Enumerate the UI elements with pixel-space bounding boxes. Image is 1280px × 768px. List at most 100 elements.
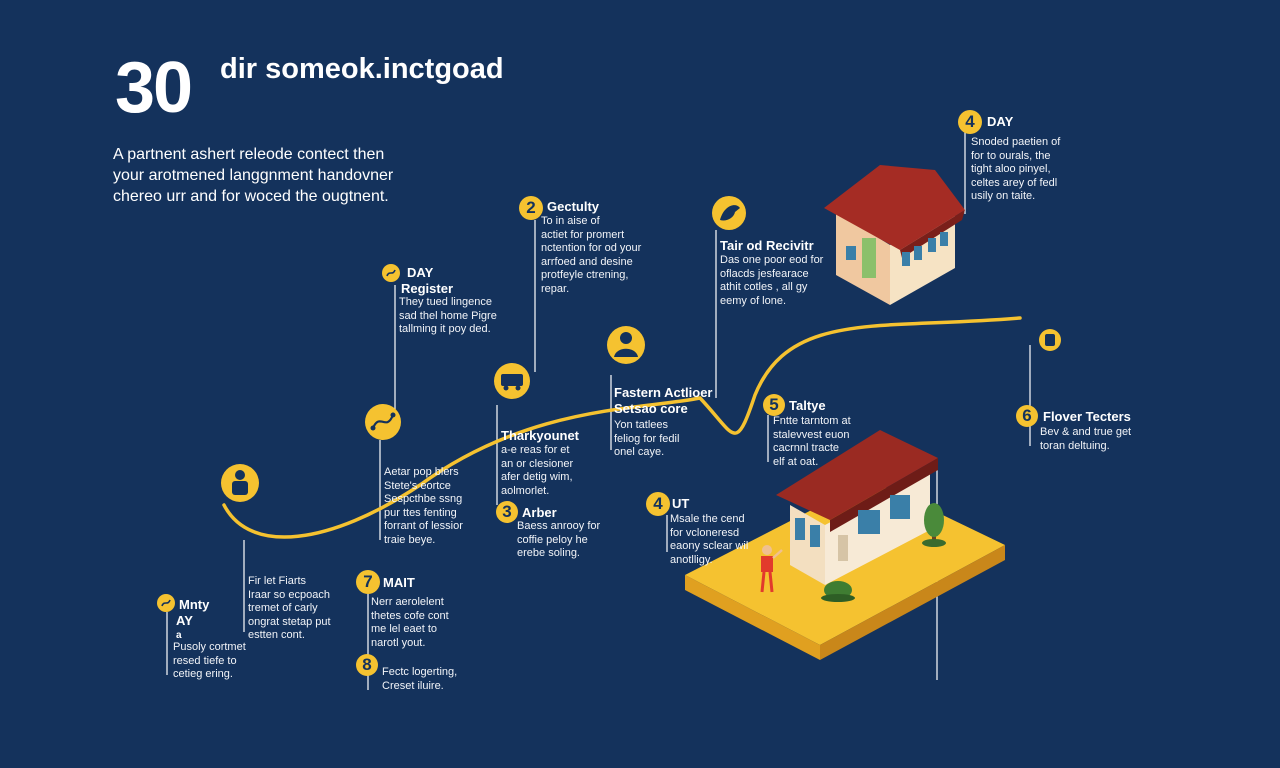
step-title: AY (176, 613, 193, 628)
step-body-line: pur ttes fenting (384, 506, 457, 519)
step-title: Fastern Actlioer (614, 385, 713, 400)
step-eastern-action-body: Yon tatlees feliog for fedil onel caye. (614, 419, 679, 460)
step-body-line: tight aloo pinyel, (971, 163, 1051, 175)
step-body-line: a-e reas for et (501, 444, 570, 456)
step-eight-body: Fectc logerting, Creset iluire. (382, 666, 457, 693)
step-title: Arber (522, 505, 557, 520)
step-body-line: repar. (541, 282, 570, 295)
step-body-line: tremet of carly (248, 602, 318, 614)
step-body-line: aolmorlet. (501, 484, 550, 497)
user-icon (607, 326, 645, 364)
step-day-register: DAY (407, 265, 433, 281)
step-body-line: Baess anrooy for (517, 520, 601, 532)
step-title: Tharkyounet (501, 428, 580, 443)
step-taltye: Taltye (789, 398, 826, 414)
step-body-line: Msale the cend (670, 513, 745, 525)
step-body-line: estten cont. (248, 629, 305, 641)
step-arber-body: Baess anrooy for coffie peloy he erebe s… (517, 520, 600, 561)
step-badge: 4 (958, 110, 982, 134)
step-mnty-sub: AY (176, 613, 193, 629)
step-body-line: To in aise of (541, 215, 600, 227)
tree-icon (922, 503, 946, 547)
step-matt: MAIT (383, 575, 415, 591)
step-body-line: eemy of lone. (720, 294, 787, 307)
step-day-register-sub: Register (401, 281, 453, 297)
step-body-line: elf at oat. (773, 455, 819, 468)
step-badge: 4 (646, 492, 670, 516)
step-title: DAY (407, 265, 434, 280)
step-badge: 5 (763, 394, 785, 416)
step-body-line: Iraar so ecpoach (248, 588, 330, 601)
step-body-line: erebe soling. (517, 547, 580, 559)
step-body-line: me lel eaet to (371, 623, 438, 635)
step-body-line: They tued lingence (399, 296, 492, 308)
step-body-line: cetieg ering. (173, 668, 233, 680)
step-body-line: arrfoed and desine (541, 255, 633, 268)
step-body-line: Fectc logerting, (382, 666, 458, 678)
step-tared-recivity-body: Das one poor eod for oflacds jesfearace … (720, 254, 823, 308)
step-body-line: coffie peloy he (517, 533, 588, 546)
step-body-line: tallming it poy ded. (399, 323, 491, 335)
step-title: a (176, 630, 182, 641)
step-body-line: Das one poor eod for (720, 254, 824, 266)
step-body-line: Stete's eortce (384, 479, 451, 492)
step-lower-left-body: Fir let Fiarts Iraar so ecpoach tremet o… (248, 575, 331, 643)
step-title: Register (401, 281, 454, 296)
step-body-line: usily on taite. (971, 190, 1036, 202)
step-body-line: nctention for od your (541, 242, 642, 254)
intro-paragraph: A partnent ashert releode contect then y… (113, 144, 443, 207)
step-badge: 7 (356, 570, 380, 594)
step-body-line: feliog for fedil (614, 432, 680, 445)
step-body-line: for vcloneresd (670, 526, 740, 539)
step-body-line: cacrnnl tracte (773, 442, 840, 454)
step-title: UT (672, 496, 690, 511)
step-body-line: Yon tatlees (614, 419, 669, 431)
step-body-line: protfeyle ctrening, (541, 269, 629, 281)
step-thankyou: Tharkyounet (501, 428, 579, 444)
step-badge: 8 (356, 654, 378, 676)
step-badge (382, 264, 400, 282)
step-mnty-sub2: a (176, 628, 182, 644)
intro-line: A partnent ashert releode contect then (113, 146, 385, 163)
step-body-line: sad thel home Pigre (399, 309, 497, 322)
step-body-line: oflacds jesfearace (720, 267, 809, 280)
route-path (222, 316, 1022, 539)
step-body-line: celtes arey of fedl (971, 176, 1058, 189)
step-gectulty-body: To in aise of actiet for promert nctenti… (541, 215, 641, 296)
truck-icon (494, 363, 530, 399)
step-body-line: stalevvest euon (773, 428, 850, 441)
step-badge (157, 594, 175, 612)
step-flover-tecters-body: Bev & and true get toran deltuing. (1040, 426, 1131, 453)
step-title: MAIT (383, 575, 415, 590)
step-badge: 3 (496, 501, 518, 523)
step-body-line: resed tiefe to (173, 654, 237, 667)
step-title: Mnty (179, 597, 210, 612)
step-title: Flover Tecters (1043, 409, 1131, 424)
intro-line: your arotmened langgnment handovner (113, 167, 394, 184)
step-body-line: Nerr aerolelent (371, 596, 444, 608)
step-body-line: afer detig wim, (501, 471, 573, 483)
step-body-line: thetes cofe cont (371, 609, 449, 622)
step-title: DAY (987, 114, 1014, 129)
step-badge: 6 (1016, 405, 1038, 427)
route-icon (386, 269, 396, 277)
step-day-top: DAY (987, 114, 1013, 130)
person-icon (221, 464, 259, 502)
bird-icon (712, 196, 746, 230)
step-body-line: eaony sclear wil (670, 540, 749, 552)
step-body-line: Fntte tarntom at (773, 415, 851, 427)
step-body-line: an or clesioner (501, 457, 574, 470)
step-title: Setsao core (614, 401, 688, 416)
step-arber: Arber (522, 505, 557, 521)
step-body-line: Bev & and true get (1040, 426, 1132, 438)
step-eastern-action: Fastern Actlioer Setsao core (614, 385, 713, 417)
step-matt-body: Nerr aerolelent thetes cofe cont me lel … (371, 596, 449, 650)
step-body-line: athit cotles , all gy (720, 281, 808, 293)
worker-icon (760, 545, 783, 593)
intro-line: chereo urr and for woced the ougtnent. (113, 188, 389, 205)
big-number: 30 (115, 48, 193, 128)
step-ut-body: Msale the cend for vcloneresd eaony scle… (670, 513, 748, 567)
bush-icon (821, 581, 855, 602)
step-tared-recivity: Tair od Recivitr (720, 238, 814, 254)
